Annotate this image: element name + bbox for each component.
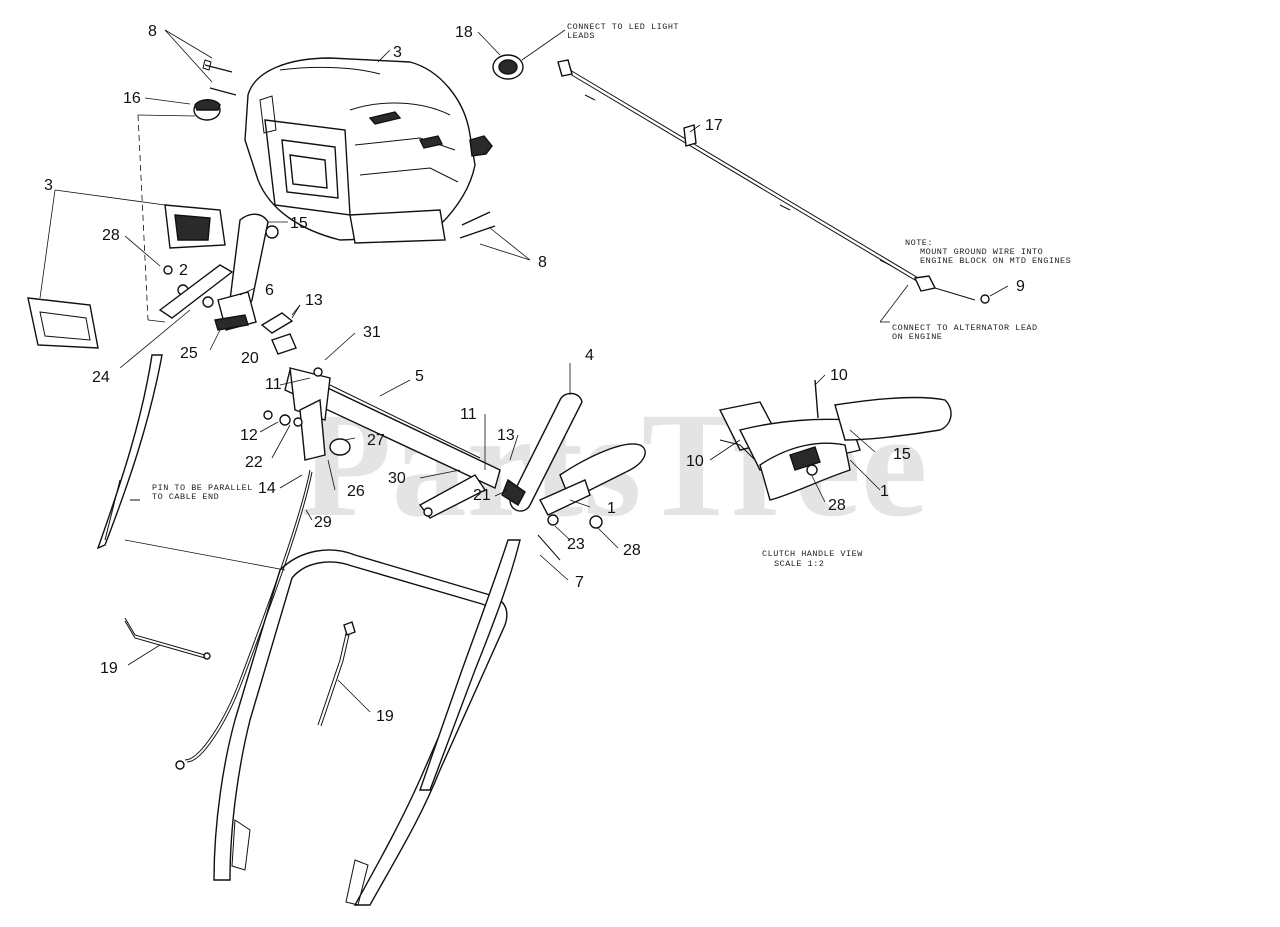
callout-11-mid: 11: [460, 406, 477, 423]
callout-1-mid: 1: [607, 500, 616, 517]
knob-16: [193, 99, 221, 121]
callout-8-right: 8: [538, 254, 547, 271]
wire-harness-17: [557, 59, 990, 323]
svg-text:CONNECT TO LED LIGHT: CONNECT TO LED LIGHT: [567, 22, 679, 32]
note-pin: PIN TO BE PARALLEL TO CABLE END: [152, 483, 253, 502]
svg-text:LEADS: LEADS: [567, 31, 595, 41]
callout-22: 22: [245, 454, 263, 471]
note-led: CONNECT TO LED LIGHT LEADS: [567, 22, 679, 41]
callout-12: 12: [240, 427, 258, 444]
callout-31: 31: [363, 324, 381, 341]
svg-text:CONNECT TO ALTERNATOR LEAD: CONNECT TO ALTERNATOR LEAD: [892, 323, 1038, 333]
cable-19-right: [317, 621, 356, 727]
callout-2: 2: [179, 262, 188, 279]
callout-16: 16: [123, 90, 141, 107]
callout-17: 17: [705, 117, 723, 134]
callout-28-left: 28: [102, 227, 120, 244]
callout-19-right: 19: [376, 708, 394, 725]
lever-15-upper: [214, 213, 279, 331]
svg-text:CLUTCH HANDLE VIEW: CLUTCH HANDLE VIEW: [762, 549, 863, 559]
callout-28-right: 28: [828, 497, 846, 514]
callout-14: 14: [258, 480, 276, 497]
callout-13-top: 13: [305, 292, 323, 309]
cable-19-left: [124, 617, 211, 660]
svg-text:MOUNT GROUND WIRE INTO: MOUNT GROUND WIRE INTO: [920, 247, 1043, 257]
note-mount: NOTE: MOUNT GROUND WIRE INTO ENGINE BLOC…: [905, 238, 1071, 266]
console-assembly: [244, 57, 493, 244]
callout-25: 25: [180, 345, 198, 362]
screw-8-right: [459, 211, 496, 239]
callout-3-left: 3: [44, 177, 53, 194]
callout-20: 20: [241, 350, 259, 367]
grip-4: [501, 392, 583, 512]
shaft-13-20: [260, 304, 301, 355]
callout-23: 23: [567, 536, 585, 553]
leader-lines: [119, 29, 1009, 713]
note-clutch-view: CLUTCH HANDLE VIEW SCALE 1:2: [762, 549, 863, 569]
callout-11-left: 11: [265, 376, 282, 393]
callout-6: 6: [265, 282, 274, 299]
callout-8-top: 8: [148, 23, 157, 40]
callout-26: 26: [347, 483, 365, 500]
handle-frame: [96, 354, 521, 906]
cable-29: [175, 469, 313, 770]
callout-10-top: 10: [830, 367, 848, 384]
svg-text:TO CABLE END: TO CABLE END: [152, 492, 219, 502]
svg-text:PIN TO BE PARALLEL: PIN TO BE PARALLEL: [152, 483, 253, 493]
callout-7: 7: [575, 574, 584, 591]
clutch-handle-1: [537, 443, 646, 561]
svg-text:NOTE:: NOTE:: [905, 238, 933, 248]
link-30: [418, 474, 487, 519]
headlight-housing-3: [27, 189, 226, 349]
callout-10-left: 10: [686, 453, 704, 470]
pivot-parts: [158, 264, 234, 319]
screw-8-top: [202, 59, 237, 96]
callout-29: 29: [314, 514, 332, 531]
callout-19-left: 19: [100, 660, 118, 677]
callout-27: 27: [367, 432, 385, 449]
small-parts-left: [263, 410, 351, 456]
svg-text:ON ENGINE: ON ENGINE: [892, 332, 942, 342]
callout-13-mid: 13: [497, 427, 515, 444]
callout-28-mid: 28: [623, 542, 641, 559]
svg-text:SCALE 1:2: SCALE 1:2: [774, 559, 824, 569]
callout-3-top: 3: [393, 44, 402, 61]
clutch-handle-view: [718, 379, 952, 501]
note-alternator: CONNECT TO ALTERNATOR LEAD ON ENGINE: [892, 323, 1038, 342]
callout-24: 24: [92, 369, 110, 386]
callout-1-right: 1: [880, 483, 889, 500]
svg-text:ENGINE BLOCK ON MTD ENGINES: ENGINE BLOCK ON MTD ENGINES: [920, 256, 1071, 266]
callout-5: 5: [415, 368, 424, 385]
led-light-18: [492, 29, 566, 80]
callout-15-right: 15: [893, 446, 911, 463]
callout-21: 21: [473, 487, 491, 504]
callout-30: 30: [388, 470, 406, 487]
callout-4: 4: [585, 347, 594, 364]
callout-15-top: 15: [290, 215, 308, 232]
callout-9: 9: [1016, 278, 1025, 295]
callout-18: 18: [455, 24, 473, 41]
callout-labels: 8 3 18 16 17 3 15 28 2 8 6 9 13 31 25 20…: [44, 23, 1025, 725]
